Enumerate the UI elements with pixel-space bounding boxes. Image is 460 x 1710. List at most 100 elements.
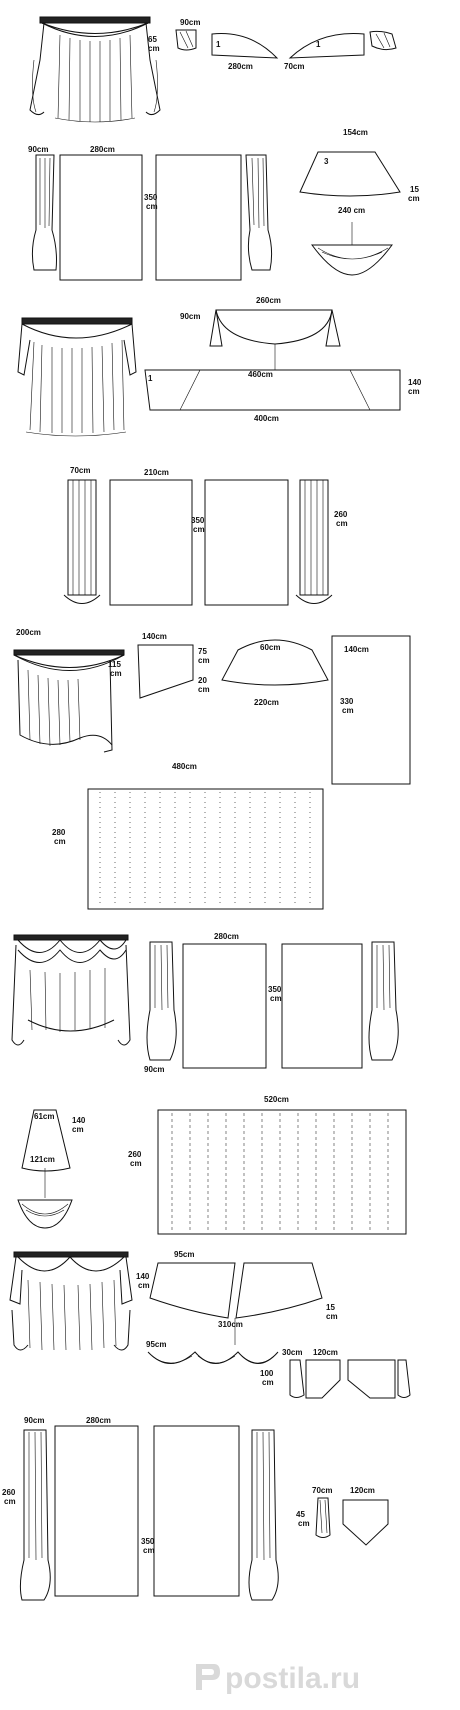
label-piece-number: 1 (216, 40, 221, 49)
label-sheer-height: 260 (128, 1150, 142, 1159)
label-unit: cm (336, 519, 348, 528)
label-unit: cm (408, 387, 420, 396)
label-unit: cm (342, 706, 354, 715)
panel-left-4 (109, 479, 193, 606)
label-height-valance: 65 (148, 35, 157, 44)
watermark-text: postila.ru (225, 1662, 361, 1695)
label-cascade-width: 120cm (313, 1348, 338, 1357)
side-curtain-right-4 (295, 479, 333, 604)
jabot-piece-right-1 (369, 30, 397, 51)
sheer-panel-7 (157, 1109, 407, 1235)
label-side-width: 90cm (24, 1416, 45, 1425)
label-swag-depth: 100 (260, 1369, 274, 1378)
label-unit: cm (54, 837, 66, 846)
label-unit: cm (138, 1281, 150, 1290)
cascade-pattern-9 (342, 1499, 389, 1546)
postila-logo-icon (196, 1664, 220, 1690)
panel-left-2 (59, 154, 143, 281)
curtain-illustration-5 (13, 649, 125, 753)
label-piece-number: 3 (324, 157, 329, 166)
swag-illustration-8 (147, 1351, 279, 1364)
panel-left-6 (182, 943, 267, 1069)
label-unit: cm (72, 1125, 84, 1134)
label-swag-height: 140 (136, 1272, 150, 1281)
swag-pattern-right-1 (288, 33, 365, 59)
label-panel-width: 140cm (344, 645, 369, 654)
label-unit: cm (298, 1519, 310, 1528)
swag-pattern-left-1 (211, 33, 279, 59)
label-jabot-top: 140cm (142, 632, 167, 641)
label-jabot-side: 75 (198, 647, 207, 656)
label-panel-height: 330 (340, 697, 354, 706)
label-unit: cm (408, 194, 420, 203)
label-curtain-width: 200cm (16, 628, 41, 637)
label-swag-top: 154cm (343, 128, 368, 137)
label-valance-bottom: 400cm (254, 414, 279, 423)
label-side-height: 260 (2, 1488, 16, 1497)
label-sheer-width: 480cm (172, 762, 197, 771)
label-jabot-bottom: 121cm (30, 1155, 55, 1164)
label-jabot-width: 70cm (312, 1486, 333, 1495)
label-panel-width: 280cm (86, 1416, 111, 1425)
side-curtain-right-9 (248, 1429, 279, 1601)
sheer-panel-5 (87, 788, 324, 910)
label-side-height: 260 (334, 510, 348, 519)
label-jabot-height: 45 (296, 1510, 305, 1519)
label-side-width: 90cm (28, 145, 49, 154)
panel-left-9 (54, 1425, 139, 1597)
jabot-pattern-7 (21, 1109, 71, 1198)
side-curtain-left-2 (31, 154, 57, 271)
label-swag-bottom: 310cm (218, 1320, 243, 1329)
label-jabot-width: 90cm (180, 312, 201, 321)
panel-right-6 (281, 943, 363, 1069)
label-unit: cm (146, 202, 158, 211)
side-curtain-right-2 (245, 154, 273, 271)
label-swag-height: 15 (410, 185, 419, 194)
label-valance-top: 460cm (248, 370, 273, 379)
label-jabot-width: 90cm (180, 18, 201, 27)
jabot-piece-9 (315, 1497, 331, 1538)
label-swag-side: 15 (326, 1303, 335, 1312)
sheer-panel-pattern-7 (171, 1113, 389, 1231)
swag-illustration-7 (17, 1199, 73, 1229)
label-valance-height: 140 (408, 378, 422, 387)
label-panel-height: 350 (268, 985, 282, 994)
panel-right-4 (204, 479, 289, 606)
label-jabot-height: 140 (72, 1116, 86, 1125)
label-unit: cm (130, 1159, 142, 1168)
sheer-panel-pattern-5 (99, 792, 311, 906)
label-panel-height: 350 (141, 1537, 155, 1546)
side-curtain-left-6 (146, 941, 177, 1061)
curtain-illustration-8 (9, 1251, 133, 1351)
label-side-width: 70cm (70, 466, 91, 475)
swag-pattern-5 (221, 639, 329, 686)
label-swag-height: 20 (198, 676, 207, 685)
label-side-width: 90cm (144, 1065, 165, 1074)
label-swag-depth: 70cm (284, 62, 305, 71)
label-unit: cm (193, 525, 205, 534)
swag-pattern-2 (299, 151, 401, 197)
label-unit: cm (148, 44, 160, 53)
panel-right-2 (155, 154, 242, 281)
label-swag-width: 280cm (228, 62, 253, 71)
swag-illustration-2 (311, 222, 393, 276)
panel-5 (331, 635, 411, 785)
label-swag-bottom: 240 cm (338, 206, 366, 215)
jabot-piece-1 (175, 29, 197, 51)
label-swag-width: 260cm (256, 296, 281, 305)
label-swag-top: 95cm (174, 1250, 195, 1259)
label-panel-height: 350 (144, 193, 158, 202)
curtain-illustration-6 (11, 934, 131, 1046)
swag-illustration-3 (209, 309, 341, 370)
label-unit: cm (262, 1378, 274, 1387)
label-unit: cm (198, 656, 210, 665)
label-unit: cm (4, 1497, 16, 1506)
label-cascade-width: 120cm (350, 1486, 375, 1495)
label-sheer-width: 520cm (264, 1095, 289, 1104)
label-panel-width: 210cm (144, 468, 169, 477)
label-piece-number: 1 (316, 40, 321, 49)
label-unit: cm (143, 1546, 155, 1555)
valance-pattern-3 (144, 369, 401, 411)
